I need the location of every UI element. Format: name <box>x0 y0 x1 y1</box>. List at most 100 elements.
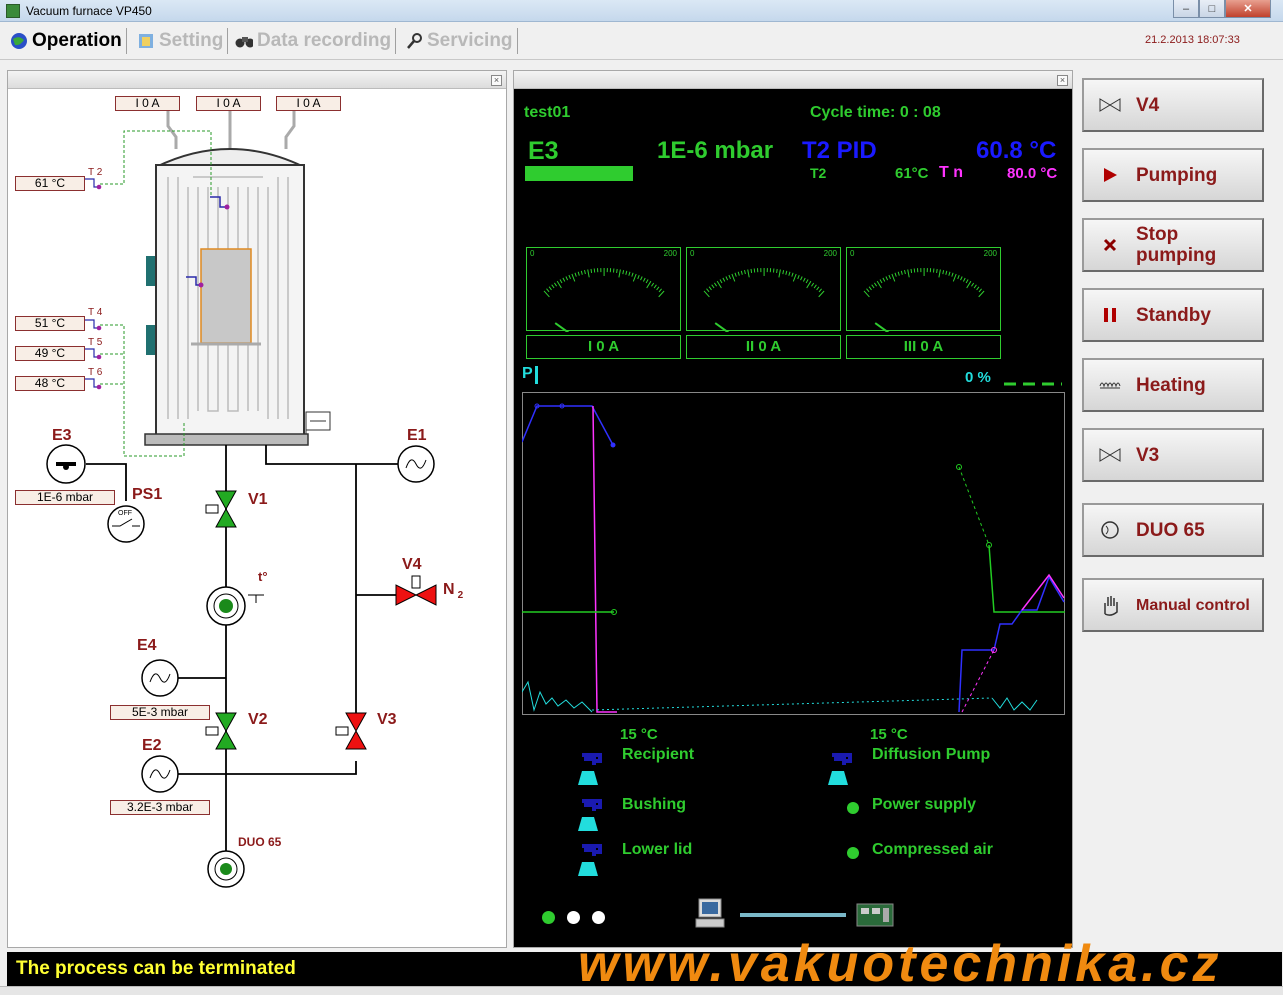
standby-button[interactable]: Standby <box>1082 288 1264 342</box>
panel-close-icon[interactable]: × <box>1057 75 1068 86</box>
manual-control-label: Manual control <box>1136 596 1250 614</box>
ammeter-1: 0 200 <box>526 247 681 349</box>
pump-icon <box>1084 520 1136 540</box>
ammeter-max: 200 <box>663 249 677 258</box>
minimize-button[interactable]: – <box>1173 0 1199 18</box>
tab-label: Setting <box>159 30 224 51</box>
p-legend-line <box>1004 382 1062 386</box>
status-message: The process can be terminated <box>16 958 296 979</box>
diffusion-temp-symbol: t° <box>258 569 268 584</box>
tab-data-recording[interactable]: Data recording <box>235 28 397 54</box>
n2-sub: 2 <box>457 590 464 602</box>
gauge-e2-label: E2 <box>142 737 162 754</box>
valve-v4-label[interactable]: V4 <box>402 556 422 573</box>
datetime: 21.2.2013 18:07:33 <box>1145 34 1240 46</box>
pressure-bar <box>525 166 633 181</box>
v3-button[interactable]: V3 <box>1082 428 1264 482</box>
gauge-e1-label: E1 <box>407 427 427 444</box>
p-percent: 0 % <box>965 369 991 386</box>
valve-v3-label[interactable]: V3 <box>377 711 397 728</box>
lower-lid-label: Lower lid <box>622 841 693 858</box>
temp-t4-value: 51 °C <box>15 316 85 331</box>
manual-control-button[interactable]: Manual control <box>1082 578 1264 632</box>
gauge-e2-value: 3.2E-3 mbar <box>110 800 210 815</box>
plc-board-icon <box>856 901 894 934</box>
duo65-button[interactable]: DUO 65 <box>1082 503 1264 557</box>
ammeter-min: 0 <box>690 249 695 258</box>
pressure-value: 1E-6 mbar <box>657 137 774 164</box>
temp-t6-value: 48 °C <box>15 376 85 391</box>
computer-icon <box>694 897 726 934</box>
ammeter-needle <box>554 322 590 349</box>
app-icon <box>6 4 20 18</box>
controller-name: T2 PID <box>802 137 877 164</box>
temp-t2-tag: T 2 <box>88 167 103 178</box>
gauge-e4-value: 5E-3 mbar <box>110 705 210 720</box>
trend-graph <box>522 392 1065 715</box>
x-icon <box>1084 238 1136 252</box>
monitor-panel: × test01 Cycle time: 0 : 08 E3 1E-6 mbar… <box>513 70 1073 948</box>
panel-header: × <box>8 71 506 89</box>
ammeter-needle <box>714 322 750 349</box>
recipient-temp: 15 °C <box>620 726 658 743</box>
comm-led-1 <box>542 911 555 924</box>
binoculars-icon <box>235 32 253 50</box>
duo65-button-label: DUO 65 <box>1136 519 1205 541</box>
comm-led-2 <box>567 911 580 924</box>
close-button[interactable]: ✕ <box>1225 0 1271 18</box>
valve-v2-label[interactable]: V2 <box>248 711 268 728</box>
temp-t5-value: 49 °C <box>15 346 85 361</box>
maximize-button[interactable]: □ <box>1199 0 1225 18</box>
stop-pumping-line1: Stop <box>1136 224 1179 245</box>
tap-icon <box>574 793 602 838</box>
watermark: www.vakuotechnika.cz <box>578 935 1223 993</box>
schematic-diagram <box>46 109 437 888</box>
heater-current-1: I 0 A <box>115 96 180 111</box>
v4-button-label: V4 <box>1136 94 1160 116</box>
tab-operation[interactable]: Operation <box>10 28 127 54</box>
bottom-strip <box>0 986 1283 995</box>
ammeter-label: II 0 A <box>686 335 841 359</box>
tap-icon <box>574 838 602 883</box>
heating-button-label: Heating <box>1136 374 1206 396</box>
ammeter-needle <box>874 322 910 349</box>
tn-label: T n <box>939 164 963 181</box>
air-label: Compressed air <box>872 841 993 858</box>
tap-icon <box>824 747 852 792</box>
ammeter-dial <box>703 268 825 349</box>
heating-button[interactable]: Heating <box>1082 358 1264 412</box>
duo65-label: DUO 65 <box>238 835 282 849</box>
valve-v1-label[interactable]: V1 <box>248 491 268 508</box>
stop-pumping-button[interactable]: Stop pumping <box>1082 218 1264 272</box>
gauge-e3-label: E3 <box>52 427 72 444</box>
tab-servicing[interactable]: Servicing <box>405 28 518 54</box>
actual-temp: 61°C <box>895 165 929 182</box>
sensor-name: T2 <box>810 165 827 181</box>
schematic-panel: × <box>7 70 507 948</box>
v4-button[interactable]: V4 <box>1082 78 1264 132</box>
title-bar: Vacuum furnace VP450 – □ ✕ <box>0 0 1283 22</box>
p-label: P <box>522 365 533 382</box>
ps1-switch-label: OFF <box>118 510 132 517</box>
stop-pumping-line2: pumping <box>1136 245 1217 266</box>
power-label: Power supply <box>872 796 977 813</box>
ammeter-3: 0 200 <box>846 247 1001 349</box>
ammeter-label: I 0 A <box>526 335 681 359</box>
hand-icon <box>1084 594 1136 616</box>
ammeter-min: 0 <box>530 249 535 258</box>
gauge-e3-value: 1E-6 mbar <box>15 490 115 505</box>
comm-link <box>740 913 846 917</box>
pumping-button[interactable]: Pumping <box>1082 148 1264 202</box>
panel-header: × <box>514 71 1072 89</box>
program-name: test01 <box>524 104 571 121</box>
ammeter-max: 200 <box>983 249 997 258</box>
play-icon <box>1084 167 1136 183</box>
tab-setting[interactable]: Setting <box>137 28 229 54</box>
tab-label: Servicing <box>427 30 513 51</box>
comm-led-3 <box>592 911 605 924</box>
standby-button-label: Standby <box>1136 304 1211 326</box>
gauge-e4-label: E4 <box>137 637 157 654</box>
panel-close-icon[interactable]: × <box>491 75 502 86</box>
ammeter-dial <box>543 268 665 349</box>
ammeter-min: 0 <box>850 249 855 258</box>
